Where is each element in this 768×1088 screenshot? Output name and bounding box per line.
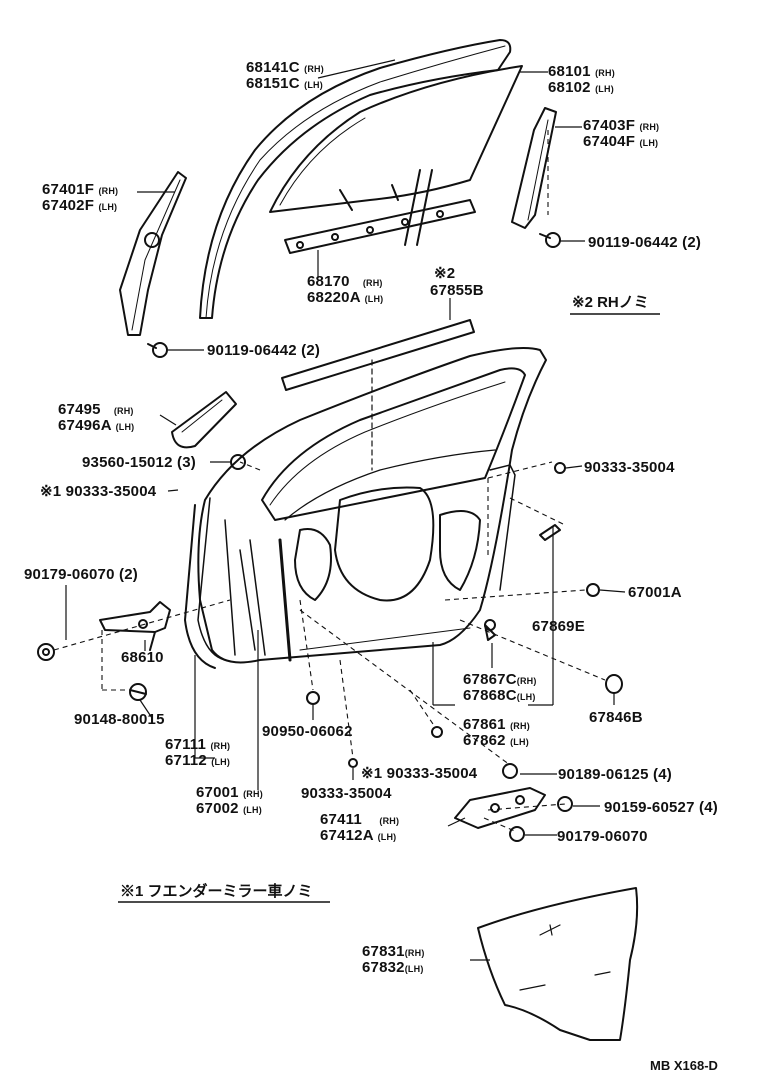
label-67855b: 67855B [430,282,484,299]
label-67868c: 67868C(LH) [463,687,536,704]
door-window-opening [261,367,526,521]
label-68170: 68170 (RH) [307,273,383,290]
label-68141c: 68141C (RH) [246,59,324,76]
label-90179-top: 90179-06070 (2) [24,566,138,583]
label-67831: 67831(RH) [362,943,425,960]
label-67495: 67495 (RH) [58,401,134,418]
label-67001a: 67001A [628,584,682,601]
label-90333-bottom: 90333-35004 [301,785,392,802]
vent-channel-inner [205,45,506,319]
label-68101: 68101 (RH) [548,63,615,80]
front-channel-inner [131,179,181,331]
label-67832: 67832(LH) [362,959,424,976]
belt-moulding-shape [281,319,475,391]
label-90950: 90950-06062 [262,723,353,740]
label-67846b: 67846B [589,709,643,726]
label-67861: 67861 (RH) [463,716,530,733]
label-67496a: 67496A (LH) [58,417,135,434]
label-67404f: 67404F (LH) [583,133,659,150]
label-67862: 67862 (LH) [463,732,529,749]
label-93560: 93560-15012 (3) [82,454,196,471]
glass-inner-line [279,117,366,206]
label-clip-left-note: ※1 90333-35004 [40,483,157,500]
label-67411: 67411 (RH) [320,811,400,828]
rear-channel-shape [511,107,557,229]
label-67869e: 67869E [532,618,585,635]
service-cover-shape [477,887,639,1041]
label-67403f: 67403F (RH) [583,117,660,134]
label-67002: 67002 (LH) [196,800,262,817]
front-channel-shape [119,171,187,336]
hinge-lower-shape [454,787,546,829]
note-rh-only: ※2 RHノミ [572,294,649,311]
label-90333-upper: 90333-35004 [584,459,675,476]
label-bolt-upper-right: 90119-06442 (2) [588,234,702,251]
rear-channel-inner [527,119,549,221]
door-inner-cutout [334,486,435,602]
label-67402f: 67402F (LH) [42,197,118,214]
label-67111: 67111 (RH) [165,736,231,753]
label-67412a: 67412A (LH) [320,827,397,844]
label-90148: 90148-80015 [74,711,165,728]
label-68610: 68610 [121,649,164,666]
label-90189: 90189-06125 (4) [558,766,672,783]
label-67112: 67112 (LH) [165,752,231,769]
diagram-code: MB X168-D [650,1058,718,1073]
label-90159: 90159-60527 (4) [604,799,718,816]
label-90179-bottom: 90179-06070 [557,828,648,845]
label-68151c: 68151C (LH) [246,75,323,92]
hinge-upper-shape [99,601,171,633]
glass-channel-shape [284,199,476,254]
label-clip-note-bottom: ※1 90333-35004 [361,765,478,782]
label-68102: 68102 (LH) [548,79,614,96]
label-68220a: 68220A (LH) [307,289,384,306]
label-67001: 67001 (RH) [196,784,263,801]
note-fender-mirror: ※1 フエンダーミラー車ノミ [120,883,313,900]
label-67401f: 67401F (RH) [42,181,119,198]
label-bolt-upper-left: 90119-06442 (2) [207,342,321,359]
label-belt-mark: ※2 [434,265,456,282]
corner-cover-shape [171,391,237,449]
vent-channel-shape [199,39,512,319]
label-67867c: 67867C(RH) [463,671,537,688]
